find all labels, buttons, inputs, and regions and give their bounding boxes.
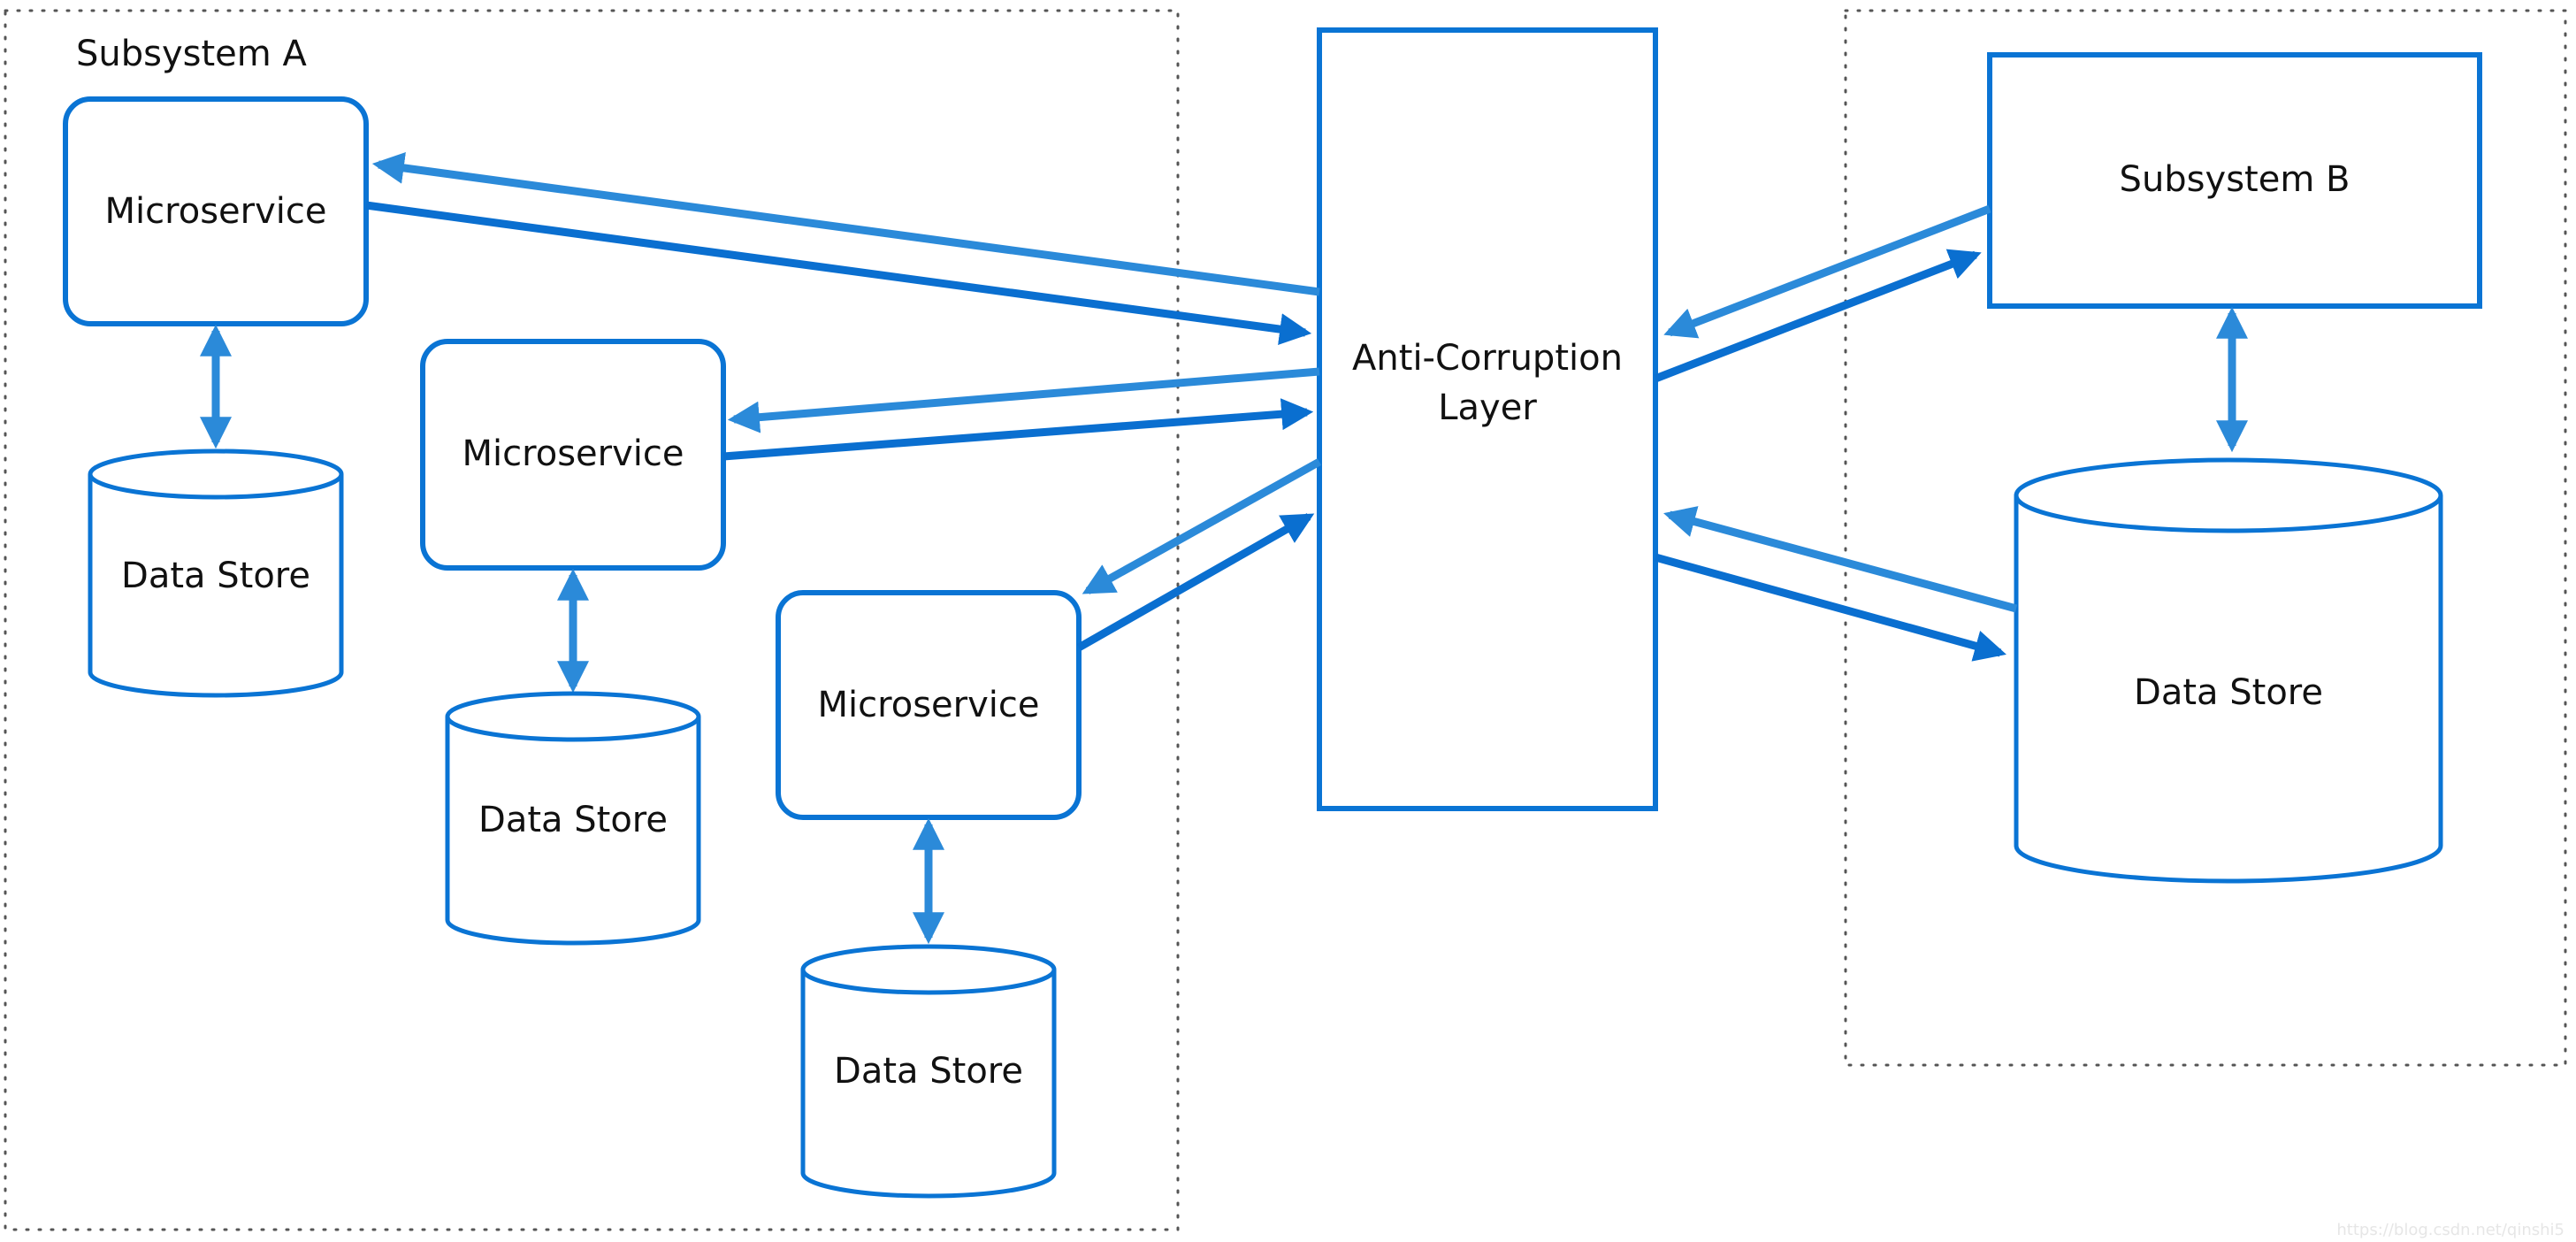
data-store-2: Data Store bbox=[445, 691, 701, 946]
microservice-2-to-acl-arrow bbox=[722, 398, 1314, 461]
acl-label-line1: Anti-Corruption bbox=[1352, 338, 1623, 379]
microservice-1-label: Microservice bbox=[105, 191, 327, 232]
subsystem-a-boundary: Subsystem A bbox=[4, 9, 1180, 1231]
subsystem-b-to-acl-arrow bbox=[1663, 204, 1991, 339]
acl-to-subsystem-b-arrow bbox=[1654, 249, 1982, 383]
subsystem-b-data-store-label: Data Store bbox=[2134, 672, 2323, 713]
anti-corruption-layer: Anti-Corruption Layer bbox=[1317, 27, 1658, 811]
subsystem-b-boundary bbox=[1844, 9, 2567, 1067]
data-store-3: Data Store bbox=[800, 944, 1057, 1199]
data-store-2-label: Data Store bbox=[478, 800, 668, 840]
data-store-1: Data Store bbox=[88, 448, 344, 698]
acl-to-microservice-1-arrow bbox=[371, 152, 1320, 296]
acl-label-line2: Layer bbox=[1438, 387, 1537, 428]
microservice-1-to-acl-arrow bbox=[365, 201, 1312, 345]
microservice-2-label: Microservice bbox=[462, 433, 684, 474]
microservice-3-to-acl-arrow bbox=[1076, 513, 1315, 651]
subsystem-b-data-store: Data Store bbox=[2014, 457, 2443, 884]
acl-to-subsystem-b-store-arrow bbox=[1654, 553, 2007, 662]
subsystem-b-title: Subsystem B bbox=[2120, 159, 2351, 200]
microservice-3-label: Microservice bbox=[818, 685, 1040, 725]
subsystem-b-box: Subsystem B bbox=[1987, 52, 2482, 309]
subsystem-a-title: Subsystem A bbox=[76, 34, 307, 74]
microservice-3: Microservice bbox=[776, 590, 1082, 820]
data-store-3-label: Data Store bbox=[834, 1051, 1023, 1092]
acl-to-microservice-3-arrow bbox=[1082, 458, 1322, 594]
microservice-1: Microservice bbox=[63, 96, 369, 326]
data-store-1-label: Data Store bbox=[121, 556, 310, 596]
watermark-text: https://blog.csdn.net/qinshi5 bbox=[2336, 1221, 2565, 1239]
acl-to-microservice-2-arrow bbox=[727, 367, 1320, 433]
subsystem-b-store-to-acl-arrow bbox=[1663, 506, 2018, 613]
microservice-2: Microservice bbox=[420, 339, 726, 571]
